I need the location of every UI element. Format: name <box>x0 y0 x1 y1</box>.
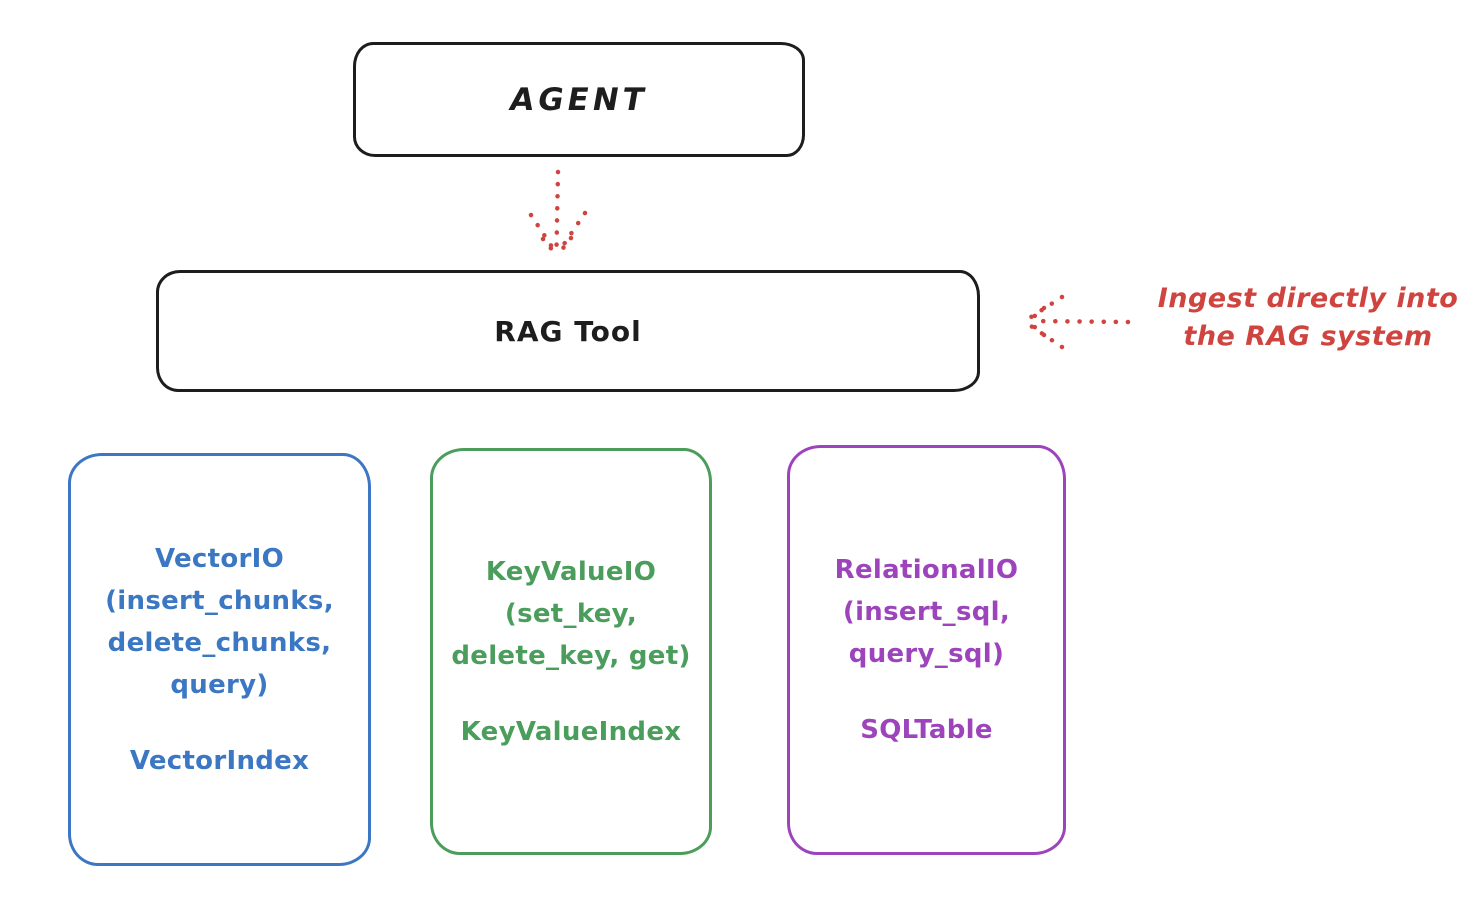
relational-io-box: RelationalIO (insert_sql, query_sql) SQL… <box>787 445 1066 855</box>
vector-io-box: VectorIO (insert_chunks, delete_chunks, … <box>68 453 371 866</box>
sql-table-label: SQLTable <box>860 715 993 745</box>
agent-box: AGENT <box>353 42 805 157</box>
io-line: delete_key, get) <box>451 640 691 671</box>
io-line: (insert_sql, <box>842 597 1011 627</box>
relational-io-interface-label: RelationalIO (insert_sql, query_sql) <box>835 549 1019 675</box>
vector-index-label: VectorIndex <box>129 745 310 776</box>
agent-label: AGENT <box>506 81 652 118</box>
io-line: KeyValueIO <box>485 556 657 587</box>
rag-tool-label: RAG Tool <box>494 314 642 348</box>
keyvalue-io-interface-label: KeyValueIO (set_key, delete_key, get) <box>451 551 690 677</box>
io-line: VectorIO <box>154 543 285 574</box>
ingest-annotation: Ingest directly into the RAG system <box>1140 280 1476 356</box>
ingest-annotation-line2: the RAG system <box>1183 321 1433 352</box>
ingest-annotation-arrow <box>1025 294 1131 350</box>
io-line: query_sql) <box>848 639 1005 669</box>
io-line: (insert_chunks, <box>105 585 334 616</box>
io-line: query) <box>170 669 269 700</box>
rag-tool-box: RAG Tool <box>156 270 980 392</box>
io-line: (set_key, <box>504 598 638 629</box>
vector-io-interface-label: VectorIO (insert_chunks, delete_chunks, … <box>105 538 334 706</box>
io-line: delete_chunks, <box>107 627 332 658</box>
ingest-annotation-line1: Ingest directly into <box>1157 283 1459 314</box>
agent-to-rag-arrow <box>528 169 588 255</box>
keyvalue-index-label: KeyValueIndex <box>460 716 682 747</box>
keyvalue-io-box: KeyValueIO (set_key, delete_key, get) Ke… <box>430 448 712 855</box>
io-line: RelationalIO <box>834 555 1019 585</box>
